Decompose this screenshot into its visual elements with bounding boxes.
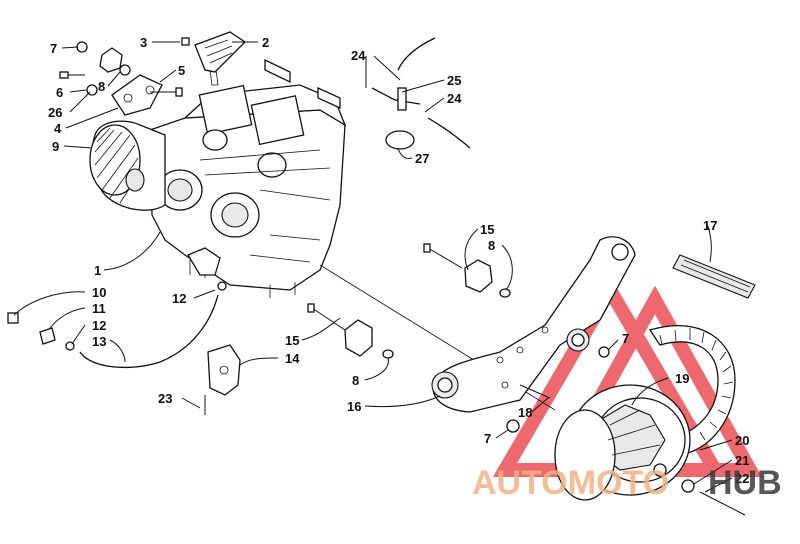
label-8-lower: 8 bbox=[352, 373, 359, 388]
label-14: 14 bbox=[285, 351, 300, 366]
nut-7-right bbox=[598, 346, 610, 358]
label-4: 4 bbox=[54, 121, 62, 136]
label-15-lower: 15 bbox=[285, 333, 299, 348]
watermark-brand-b: HUB bbox=[708, 464, 782, 502]
bolt-18 bbox=[519, 384, 551, 399]
starter-handle bbox=[194, 31, 247, 86]
label-27: 27 bbox=[415, 151, 429, 166]
label-18: 18 bbox=[518, 405, 532, 420]
nut-7-lower bbox=[506, 419, 520, 433]
watermark-text: AUTOMOTO HUB bbox=[472, 464, 782, 502]
oil-pump bbox=[187, 247, 221, 276]
label-5: 5 bbox=[178, 63, 185, 78]
label-16: 16 bbox=[347, 399, 361, 414]
fitting-10 bbox=[7, 312, 19, 324]
label-8-middle: 8 bbox=[488, 238, 495, 253]
oil-hose bbox=[7, 281, 227, 369]
label-11: 11 bbox=[92, 301, 106, 316]
clamp-12-upper bbox=[217, 281, 227, 291]
label-10: 10 bbox=[92, 285, 106, 300]
label-24-lower: 24 bbox=[447, 91, 462, 106]
label-3: 3 bbox=[140, 35, 147, 50]
label-6: 6 bbox=[56, 85, 63, 100]
washer-21 bbox=[681, 479, 695, 493]
leader-lines bbox=[13, 41, 733, 493]
fitting-11 bbox=[39, 327, 56, 345]
drive-clutch bbox=[554, 384, 691, 501]
bolt-15-upper bbox=[427, 247, 463, 269]
vent-lines bbox=[371, 37, 471, 150]
nut-washer-upper bbox=[76, 41, 131, 76]
recoil-starter bbox=[89, 120, 166, 211]
engine-bracket bbox=[111, 74, 163, 116]
label-7-upper: 7 bbox=[50, 41, 57, 56]
label-19: 19 bbox=[675, 371, 689, 386]
bolt-15-upper-head bbox=[423, 243, 431, 253]
label-12-lower: 12 bbox=[92, 318, 106, 333]
label-9: 9 bbox=[52, 139, 59, 154]
label-8-upper: 8 bbox=[98, 79, 105, 94]
engine-assembly bbox=[149, 58, 347, 298]
star-washer-lower bbox=[344, 319, 394, 359]
label-12-upper: 12 bbox=[172, 291, 186, 306]
bolt-15-lower-head bbox=[307, 303, 315, 313]
label-1: 1 bbox=[94, 263, 101, 278]
engine-mount-plate bbox=[431, 236, 636, 413]
label-7-lower: 7 bbox=[484, 431, 491, 446]
label-25: 25 bbox=[447, 73, 461, 88]
heat-shield-strip bbox=[672, 254, 756, 299]
label-26: 26 bbox=[48, 105, 62, 120]
label-13: 13 bbox=[92, 334, 106, 349]
bolt-22 bbox=[699, 491, 746, 516]
bolt-5 bbox=[150, 87, 183, 97]
bolt-15-lower bbox=[311, 307, 346, 331]
label-15-upper: 15 bbox=[480, 222, 494, 237]
star-washer-upper bbox=[464, 259, 511, 298]
label-24-upper: 24 bbox=[351, 48, 366, 63]
watermark-brand-a: AUTOMOTO bbox=[472, 464, 669, 502]
bolt-washer-6-26 bbox=[59, 71, 98, 96]
label-20: 20 bbox=[735, 433, 749, 448]
label-23: 23 bbox=[158, 391, 172, 406]
label-22: 22 bbox=[735, 471, 749, 486]
label-21: 21 bbox=[735, 453, 749, 468]
mounting-bracket-14 bbox=[207, 344, 241, 396]
label-2: 2 bbox=[262, 35, 269, 50]
label-7-right: 7 bbox=[622, 331, 629, 346]
callout-labels: 2 3 7 8 5 6 26 4 9 24 25 24 27 17 15 8 1… bbox=[48, 35, 749, 486]
label-17: 17 bbox=[703, 218, 717, 233]
screw-3 bbox=[181, 37, 190, 46]
